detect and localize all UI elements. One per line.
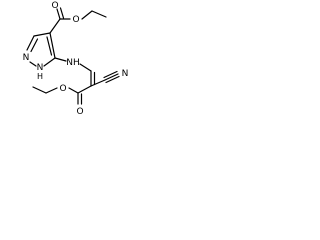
- atom-nh-amine: NH: [66, 58, 80, 68]
- bond-c3-n2-double: [30, 38, 39, 53]
- bond-carbonyl-oester-bottom: [68, 87, 79, 94]
- bond-nh-ch: [79, 63, 92, 72]
- atom-n-pyrazole: N: [23, 53, 30, 63]
- atom-o-carbonyl-bottom: O: [76, 107, 83, 117]
- bond-carbonyl-o-top: [56, 8, 61, 20]
- bond-nitrile-triple-2: [103, 70, 118, 79]
- bond-n2-n1: [29, 61, 37, 67]
- molecule-canvas: O O N N H NH N O O: [0, 0, 141, 120]
- atom-o-ester-bottom: O: [59, 84, 66, 94]
- bond-nitrile-triple-3: [105, 75, 120, 84]
- bond-c3-n2: [26, 35, 35, 51]
- atom-o-carbonyl-top: O: [51, 1, 58, 11]
- bond-c-carbonyl-bottom: [77, 85, 92, 94]
- atom-o-ester-top: O: [72, 15, 79, 25]
- structure-diagram: O O N N H NH N O O: [23, 1, 129, 117]
- bond-nitrile-triple-1: [104, 73, 119, 81]
- bond-c4-ccarbonyl: [49, 18, 61, 34]
- bond-ch2-ch3-top: [91, 10, 107, 18]
- bond-c5-nh: [54, 57, 67, 62]
- atom-h-pyrazole: H: [37, 72, 43, 81]
- bond-n1-c5: [43, 57, 56, 67]
- bond-c5-c4: [49, 32, 56, 59]
- bond-oester-ch2-top: [81, 10, 93, 20]
- bond-ch2-ch3-bottom: [32, 86, 47, 94]
- atom-nh-pyrazole: N: [37, 63, 44, 73]
- bond-c-cnitrile: [90, 79, 106, 87]
- bond-c5-c4-double: [46, 36, 53, 56]
- atom-n-nitrile: N: [122, 69, 129, 79]
- bond-carbonyl-o-top-double: [59, 7, 65, 19]
- bond-c4-c3: [33, 32, 51, 37]
- bond-oester-ch2-bottom: [45, 87, 58, 94]
